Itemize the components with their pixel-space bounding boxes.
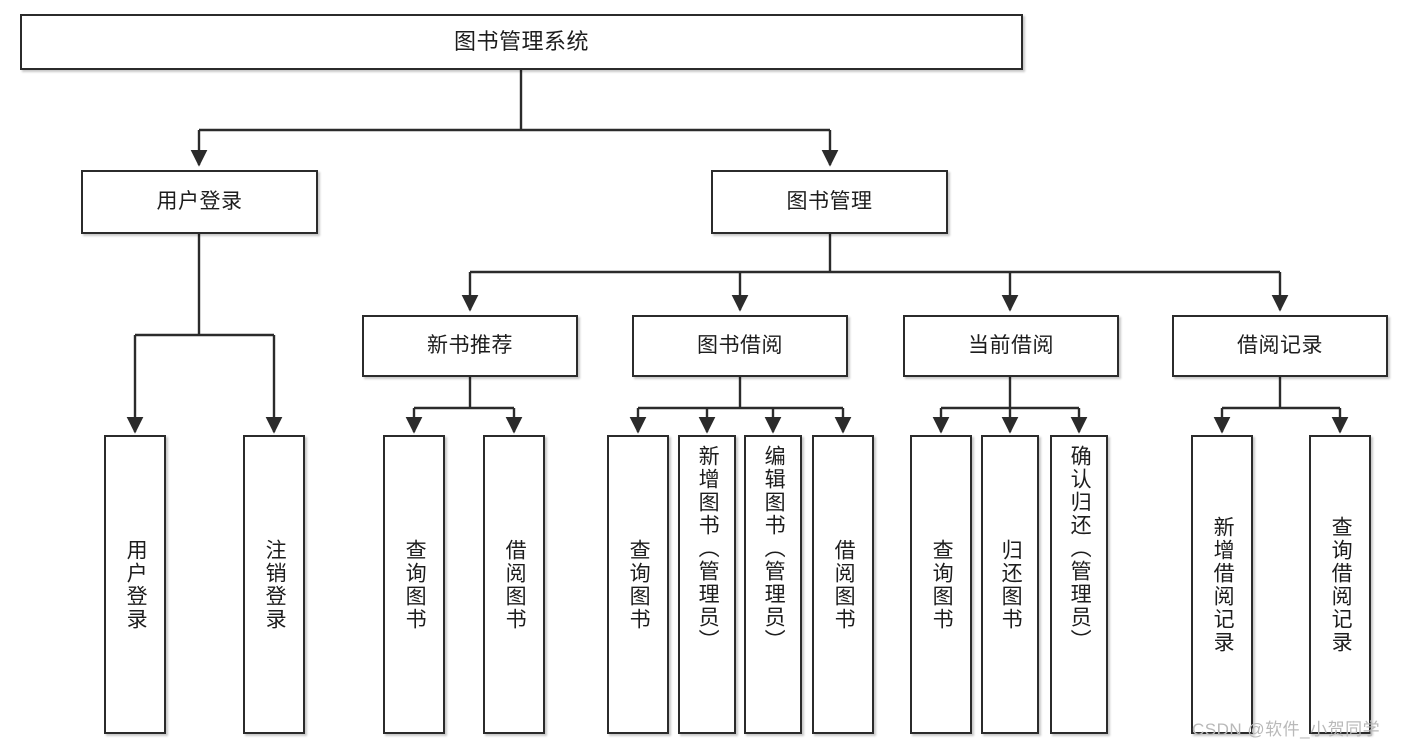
node-label: 新增借阅记录 — [1211, 515, 1235, 654]
leaf-nb-borrow-book[interactable]: 借阅图书 — [483, 435, 545, 734]
leaf-cb-return-book[interactable]: 归还图书 — [981, 435, 1039, 734]
node-label: 图书借阅 — [697, 334, 783, 358]
node-label: 当前借阅 — [968, 334, 1054, 358]
node-label: 查询图书 — [930, 538, 954, 631]
node-borrow-record[interactable]: 借阅记录 — [1172, 315, 1388, 377]
node-label: 借阅图书 — [503, 538, 527, 631]
node-label: 借阅图书 — [832, 538, 856, 631]
node-label: 编辑图书（管理员） — [762, 445, 786, 652]
leaf-cb-confirm-return-admin[interactable]: 确认归还（管理员） — [1050, 435, 1108, 734]
node-label: 用户登录 — [124, 538, 148, 631]
node-label: 用户登录 — [156, 190, 243, 214]
leaf-bb-query-book[interactable]: 查询图书 — [607, 435, 669, 734]
node-label: 图书管理 — [786, 190, 873, 214]
node-label: 查询图书 — [403, 538, 427, 631]
node-label: 借阅记录 — [1237, 334, 1323, 358]
leaf-bb-borrow-book[interactable]: 借阅图书 — [812, 435, 874, 734]
node-label: 查询图书 — [627, 538, 651, 631]
leaf-bb-edit-book-admin[interactable]: 编辑图书（管理员） — [744, 435, 802, 734]
leaf-bb-add-book-admin[interactable]: 新增图书（管理员） — [678, 435, 736, 734]
leaf-logout[interactable]: 注销登录 — [243, 435, 305, 734]
leaf-br-add-record[interactable]: 新增借阅记录 — [1191, 435, 1253, 734]
node-label: 注销登录 — [263, 538, 287, 631]
node-root-system[interactable]: 图书管理系统 — [20, 14, 1023, 70]
node-label: 新增图书（管理员） — [696, 445, 720, 652]
leaf-br-query-record[interactable]: 查询借阅记录 — [1309, 435, 1371, 734]
node-label: 查询借阅记录 — [1329, 515, 1353, 654]
leaf-nb-query-book[interactable]: 查询图书 — [383, 435, 445, 734]
node-label: 新书推荐 — [427, 334, 513, 358]
node-book-management[interactable]: 图书管理 — [711, 170, 948, 234]
node-new-book-recommend[interactable]: 新书推荐 — [362, 315, 578, 377]
node-label: 确认归还（管理员） — [1068, 445, 1092, 652]
node-current-borrow[interactable]: 当前借阅 — [903, 315, 1119, 377]
node-user-login[interactable]: 用户登录 — [81, 170, 318, 234]
leaf-cb-query-book[interactable]: 查询图书 — [910, 435, 972, 734]
node-book-borrow[interactable]: 图书借阅 — [632, 315, 848, 377]
node-label: 归还图书 — [999, 538, 1023, 631]
csdn-watermark: CSDN @软件_小贺同学 — [1192, 720, 1381, 739]
node-label: 图书管理系统 — [453, 28, 589, 54]
leaf-user-login[interactable]: 用户登录 — [104, 435, 166, 734]
